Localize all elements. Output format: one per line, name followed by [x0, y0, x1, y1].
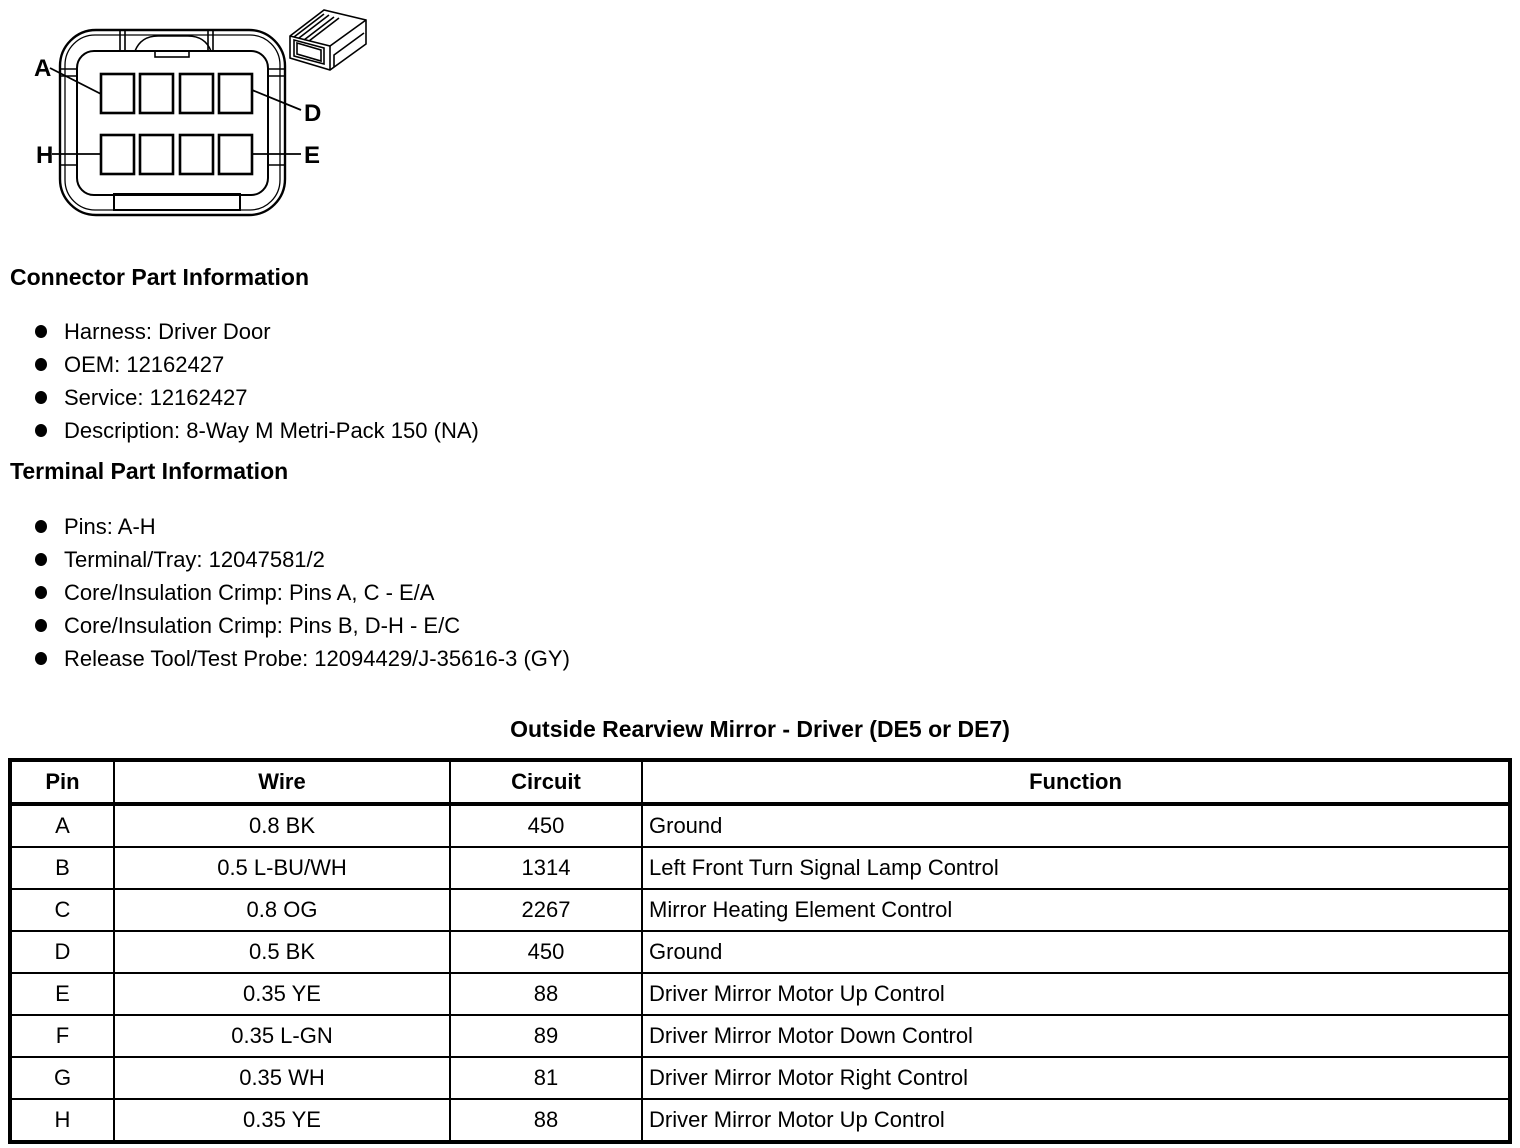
circuit-cell: 89: [449, 1014, 643, 1058]
pin-label-e: E: [304, 142, 320, 169]
terminal-info-list: Pins: A-H Terminal/Tray: 12047581/2 Core…: [10, 510, 570, 675]
function-cell: Ground: [641, 930, 1511, 974]
list-item: OEM: 12162427: [10, 348, 479, 381]
pin-cavities: [99, 72, 254, 176]
pin-label-a: A: [34, 55, 51, 82]
wire-cell: 0.35 YE: [113, 1098, 451, 1143]
connector-isometric-view: [289, 9, 367, 71]
list-item-text: Release Tool/Test Probe: 12094429/J-3561…: [64, 645, 570, 671]
pin-label-d: D: [304, 100, 321, 127]
list-item-text: Pins: A-H: [64, 513, 156, 539]
list-item-text: OEM: 12162427: [64, 351, 225, 377]
list-item: Core/Insulation Crimp: Pins B, D-H - E/C: [10, 609, 570, 642]
table-row: G 0.35 WH 81 Driver Mirror Motor Right C…: [9, 1056, 1511, 1100]
list-item: Core/Insulation Crimp: Pins A, C - E/A: [10, 576, 570, 609]
header-wire: Wire: [113, 759, 451, 806]
wire-cell: 0.8 OG: [113, 888, 451, 932]
list-item-text: Core/Insulation Crimp: Pins A, C - E/A: [64, 579, 435, 605]
bullet-icon: [35, 424, 47, 437]
pin-cell: A: [9, 803, 115, 848]
pin-cell: F: [9, 1014, 115, 1058]
bullet-icon: [35, 553, 47, 566]
wire-cell: 0.35 WH: [113, 1056, 451, 1100]
pin-leader-lines: [49, 67, 302, 155]
list-item: Release Tool/Test Probe: 12094429/J-3561…: [10, 642, 570, 675]
table-row: C 0.8 OG 2267 Mirror Heating Element Con…: [9, 888, 1511, 932]
table-row: H 0.35 YE 88 Driver Mirror Motor Up Cont…: [9, 1098, 1511, 1143]
list-item: Description: 8-Way M Metri-Pack 150 (NA): [10, 414, 479, 447]
connector-info-heading: Connector Part Information: [10, 264, 310, 290]
table-row: E 0.35 YE 88 Driver Mirror Motor Up Cont…: [9, 972, 1511, 1016]
function-cell: Driver Mirror Motor Up Control: [641, 972, 1511, 1016]
wire-cell: 0.35 YE: [113, 972, 451, 1016]
connector-info-list: Harness: Driver Door OEM: 12162427 Servi…: [10, 315, 479, 447]
bullet-icon: [35, 325, 47, 338]
pinout-table: Pin Wire Circuit Function A 0.8 BK 450 G…: [8, 758, 1512, 1144]
table-row: D 0.5 BK 450 Ground: [9, 930, 1511, 974]
list-item-text: Description: 8-Way M Metri-Pack 150 (NA): [64, 417, 479, 443]
table-row: B 0.5 L-BU/WH 1314 Left Front Turn Signa…: [9, 846, 1511, 890]
wire-cell: 0.8 BK: [113, 803, 451, 848]
pin-cell: H: [9, 1098, 115, 1143]
function-cell: Left Front Turn Signal Lamp Control: [641, 846, 1511, 890]
wire-cell: 0.35 L-GN: [113, 1014, 451, 1058]
circuit-cell: 88: [449, 972, 643, 1016]
list-item-text: Core/Insulation Crimp: Pins B, D-H - E/C: [64, 612, 461, 638]
circuit-cell: 450: [449, 930, 643, 974]
list-item-text: Harness: Driver Door: [64, 318, 271, 344]
bullet-icon: [35, 586, 47, 599]
list-item: Pins: A-H: [10, 510, 570, 543]
pin-cell: G: [9, 1056, 115, 1100]
list-item: Harness: Driver Door: [10, 315, 479, 348]
pin-label-h: H: [36, 142, 53, 169]
header-pin: Pin: [9, 759, 115, 806]
pin-cell: B: [9, 846, 115, 890]
function-cell: Ground: [641, 803, 1511, 848]
bullet-icon: [35, 358, 47, 371]
list-item: Service: 12162427: [10, 381, 479, 414]
circuit-cell: 1314: [449, 846, 643, 890]
list-item-text: Service: 12162427: [64, 384, 248, 410]
bullet-icon: [35, 391, 47, 404]
list-item-text: Terminal/Tray: 12047581/2: [64, 546, 325, 572]
list-item: Terminal/Tray: 12047581/2: [10, 543, 570, 576]
table-row: F 0.35 L-GN 89 Driver Mirror Motor Down …: [9, 1014, 1511, 1058]
function-cell: Driver Mirror Motor Down Control: [641, 1014, 1511, 1058]
wire-cell: 0.5 L-BU/WH: [113, 846, 451, 890]
function-cell: Mirror Heating Element Control: [641, 888, 1511, 932]
wire-cell: 0.5 BK: [113, 930, 451, 974]
circuit-cell: 2267: [449, 888, 643, 932]
table-row: A 0.8 BK 450 Ground: [9, 803, 1511, 848]
circuit-cell: 81: [449, 1056, 643, 1100]
terminal-info-heading: Terminal Part Information: [10, 458, 289, 484]
circuit-cell: 450: [449, 803, 643, 848]
function-cell: Driver Mirror Motor Up Control: [641, 1098, 1511, 1143]
pin-cell: E: [9, 972, 115, 1016]
pin-cell: C: [9, 888, 115, 932]
bullet-icon: [35, 619, 47, 632]
pin-cell: D: [9, 930, 115, 974]
header-function: Function: [641, 759, 1511, 806]
table-header-row: Pin Wire Circuit Function: [9, 759, 1511, 806]
connector-face-diagram: A D H E: [34, 9, 367, 217]
bullet-icon: [35, 652, 47, 665]
header-circuit: Circuit: [449, 759, 643, 806]
connector-diagram: A D H E: [28, 0, 428, 248]
pinout-table-title: Outside Rearview Mirror - Driver (DE5 or…: [510, 716, 1010, 742]
function-cell: Driver Mirror Motor Right Control: [641, 1056, 1511, 1100]
bullet-icon: [35, 520, 47, 533]
connector-latch-detail: [60, 31, 285, 211]
circuit-cell: 88: [449, 1098, 643, 1143]
